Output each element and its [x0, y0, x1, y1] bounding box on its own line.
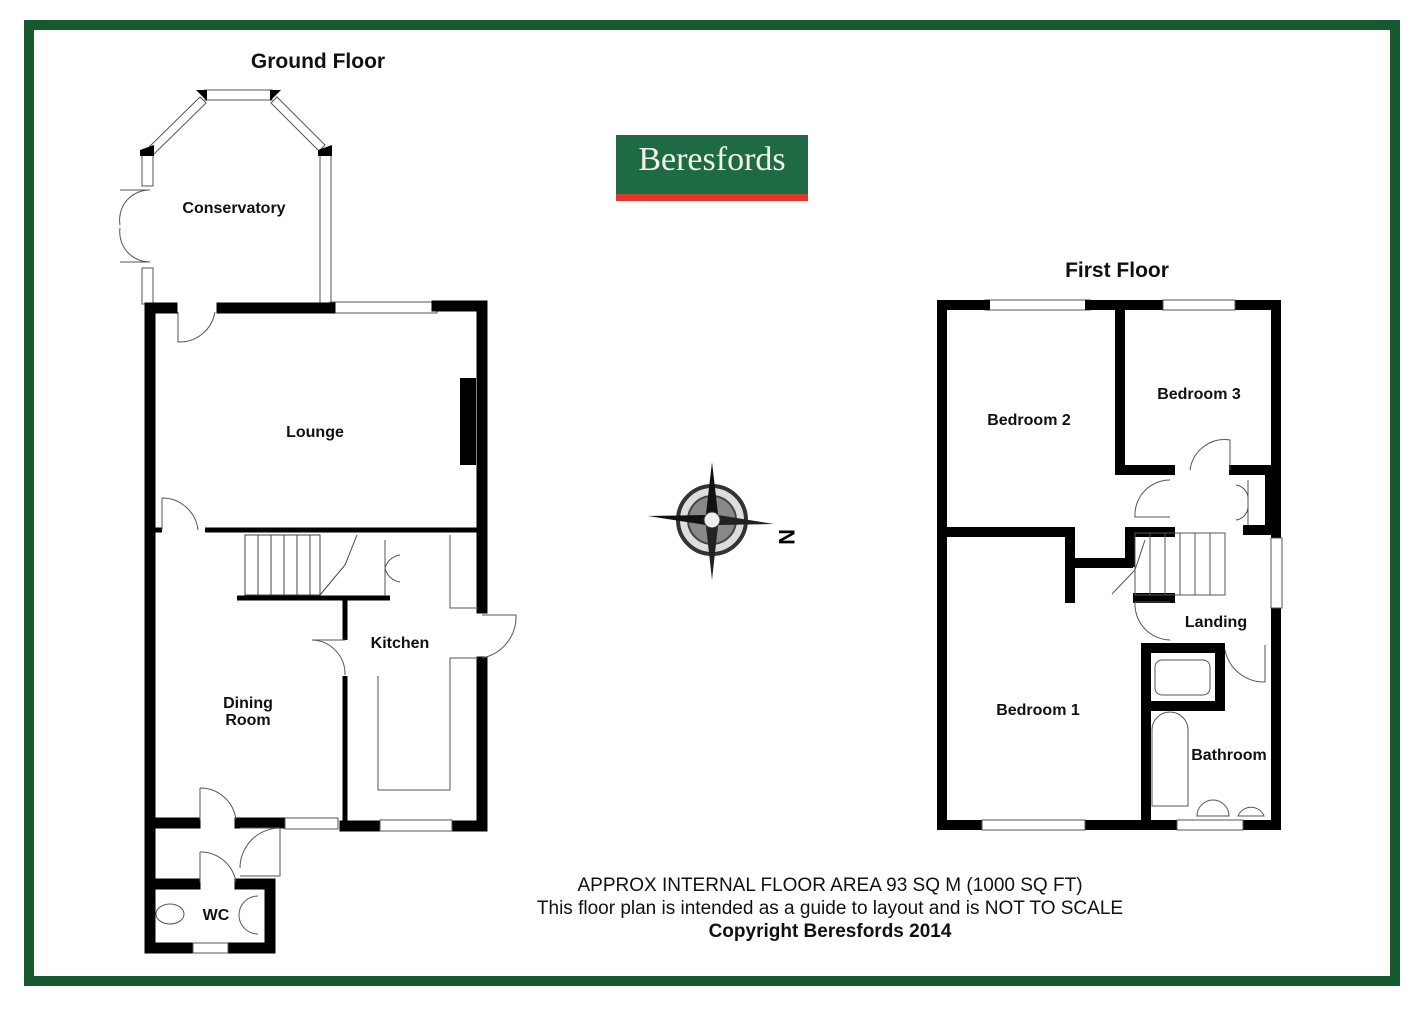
- room-label-landing: Landing: [1185, 614, 1247, 631]
- ground-floor-plan: [119, 89, 1091, 954]
- brand-logo-text: Beresfords: [638, 141, 786, 178]
- room-label-conservatory: Conservatory: [182, 200, 285, 217]
- first-floor-title: First Floor: [1065, 259, 1169, 282]
- scale-disclaimer: This floor plan is intended as a guide t…: [536, 898, 1124, 919]
- first-floor-plan: [937, 299, 1283, 831]
- conservatory-windows: [141, 89, 1091, 314]
- fireplace: [460, 378, 476, 465]
- room-label-bathroom: Bathroom: [1191, 747, 1267, 764]
- floor-area-note: APPROX INTERNAL FLOOR AREA 93 SQ M (1000…: [577, 875, 1083, 896]
- room-label-kitchen: Kitchen: [371, 635, 430, 652]
- room-label-dining: Dining: [223, 695, 273, 712]
- compass-rose-icon: [648, 462, 774, 580]
- brand-logo: Beresfords: [616, 135, 808, 201]
- room-label-lounge: Lounge: [286, 424, 344, 441]
- room-label-bedroom-1: Bedroom 1: [996, 702, 1080, 719]
- copyright-note: Copyright Beresfords 2014: [708, 921, 952, 942]
- page-border: [24, 20, 1400, 986]
- room-label-dining-room: Room: [225, 712, 270, 729]
- room-label-bedroom-3: Bedroom 3: [1157, 386, 1241, 403]
- room-label-wc: WC: [203, 907, 230, 924]
- compass-north-label: N: [774, 529, 799, 545]
- room-label-bedroom-2: Bedroom 2: [987, 412, 1071, 429]
- brand-logo-bar: [616, 194, 808, 201]
- ground-floor-title: Ground Floor: [251, 50, 385, 73]
